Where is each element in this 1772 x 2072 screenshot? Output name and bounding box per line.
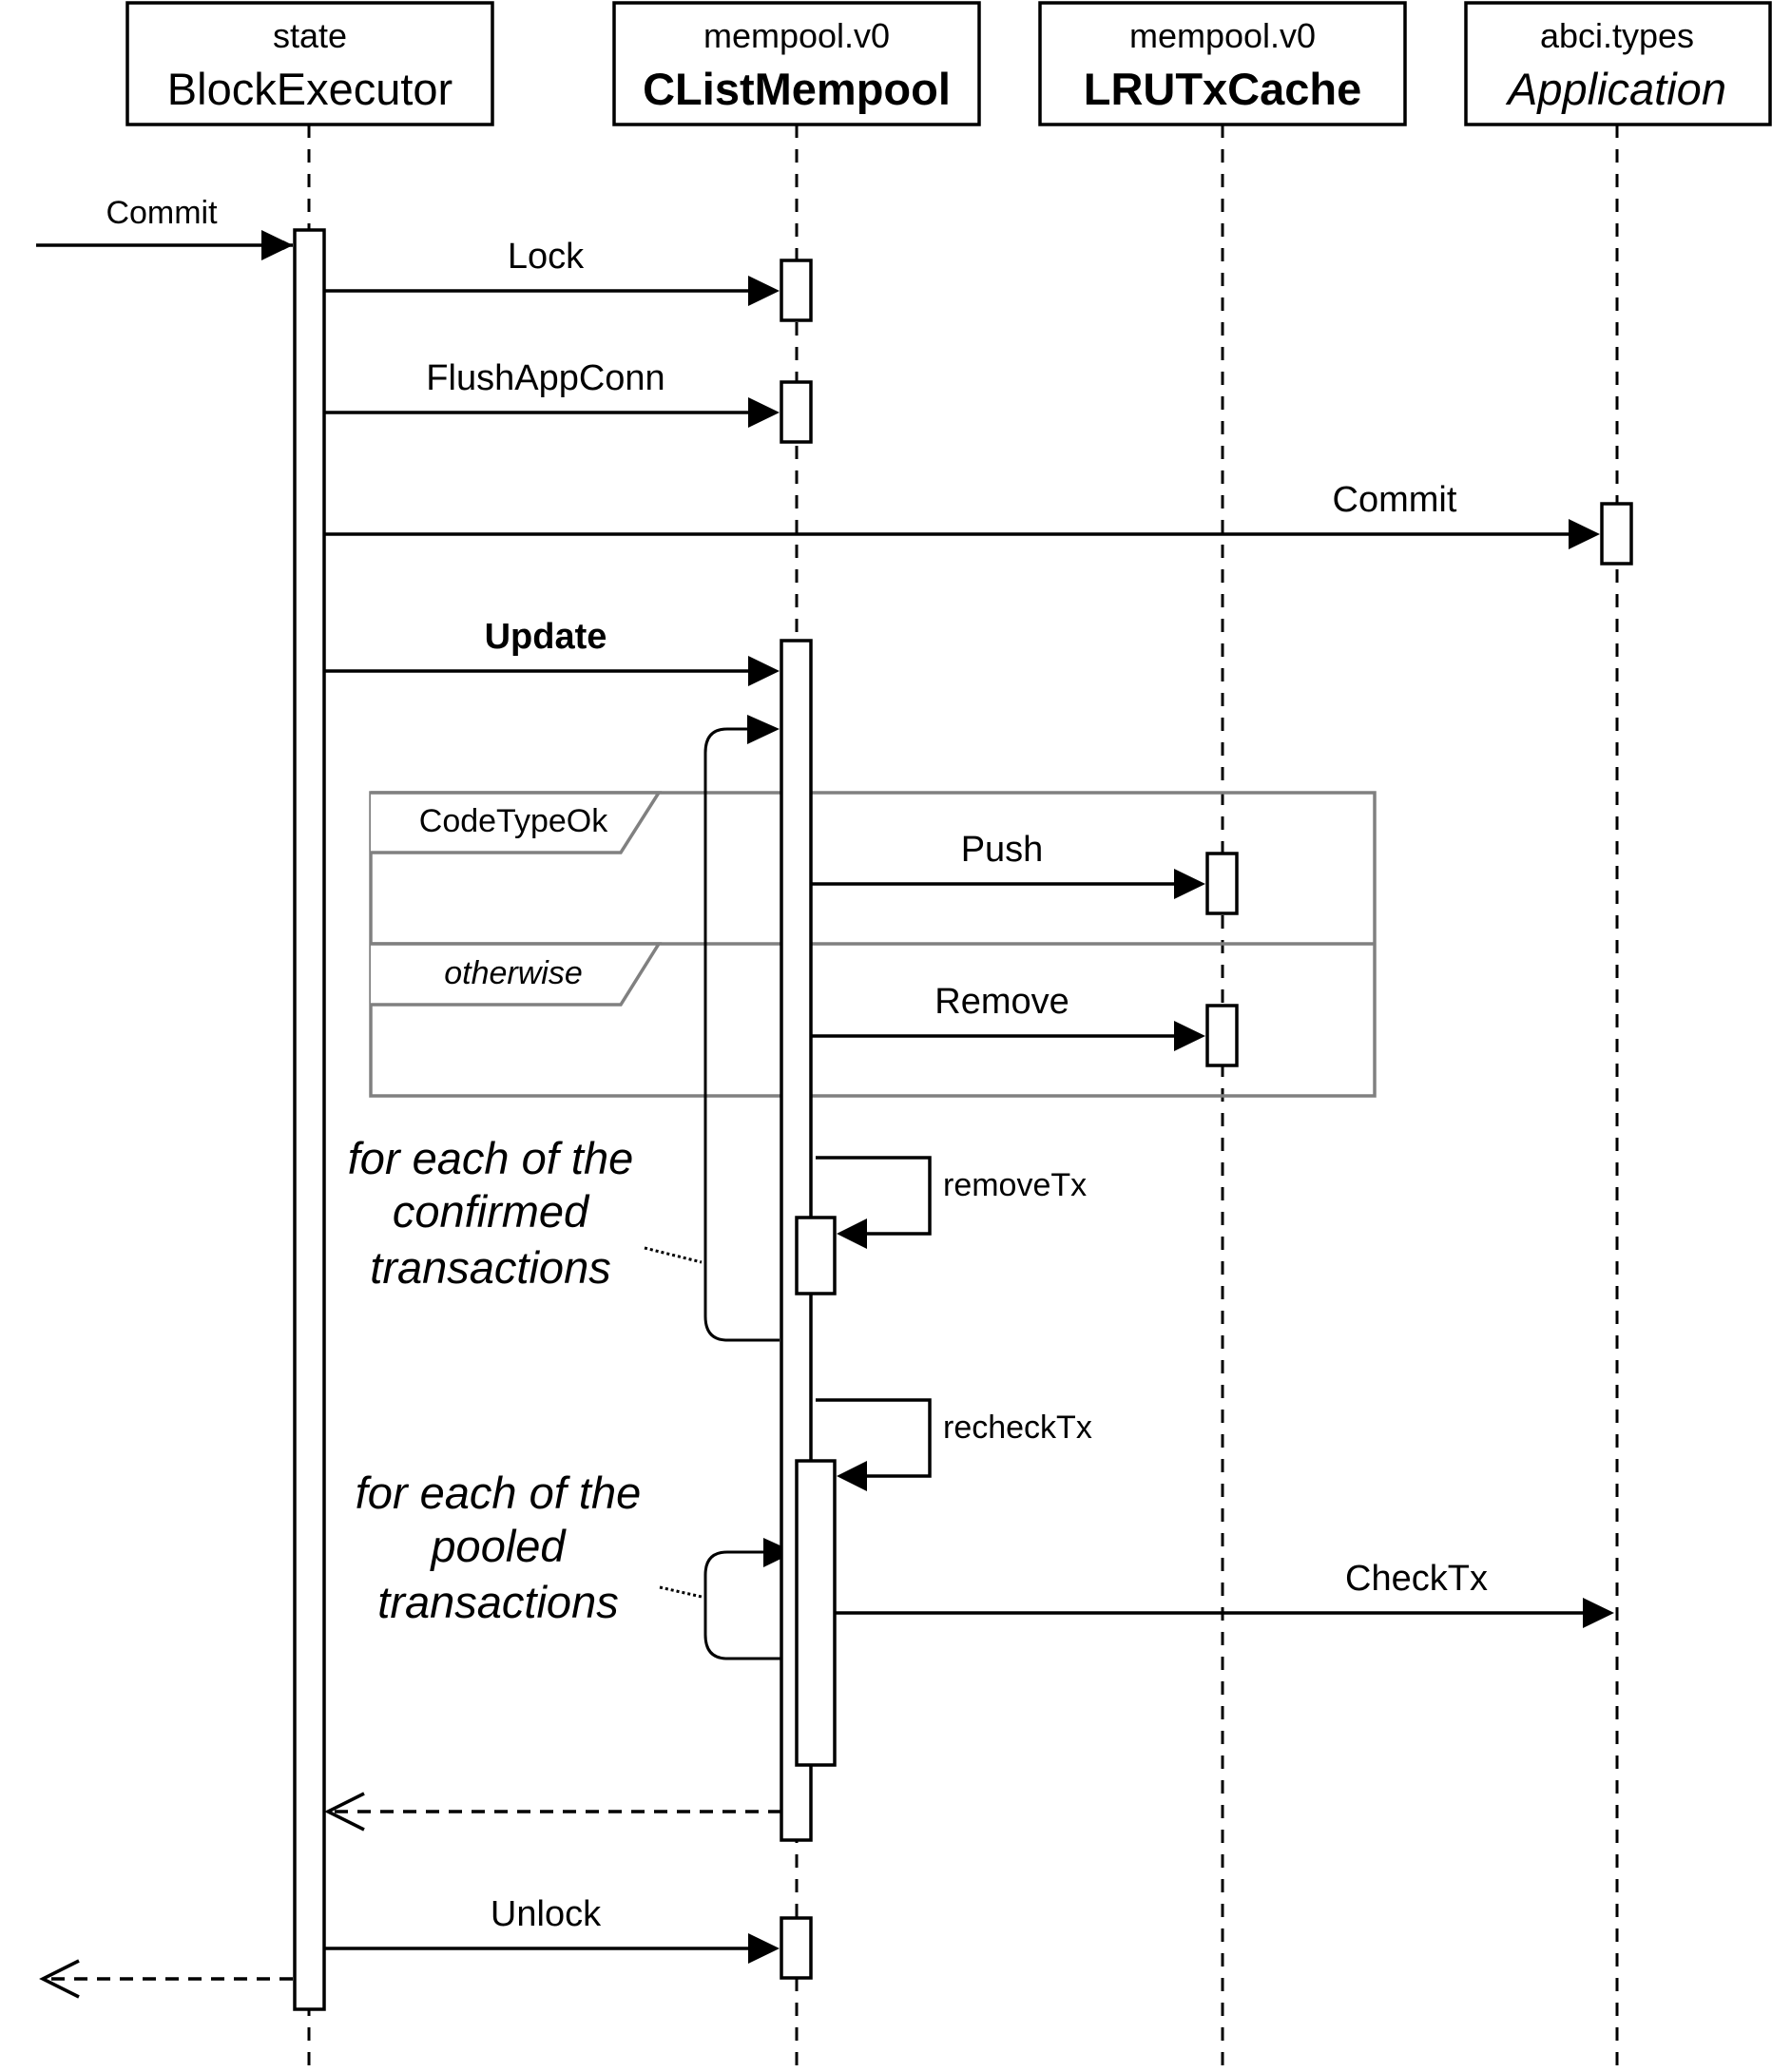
message-remove-tx[interactable]: removeTx xyxy=(816,1156,1087,1249)
note-line: for each of the xyxy=(356,1468,641,1518)
activation-remove-tx xyxy=(795,1216,837,1295)
note-pooled-transactions: for each of the pooled transactions xyxy=(356,1468,641,1627)
activation-app-commit xyxy=(1600,502,1633,566)
arrowhead-icon xyxy=(1583,1598,1614,1628)
note-confirmed-connector xyxy=(644,1246,703,1264)
note-line: transactions xyxy=(370,1242,610,1293)
participant-package: state xyxy=(273,16,347,55)
message-check-tx[interactable]: CheckTx xyxy=(835,1559,1614,1628)
arrowhead-icon xyxy=(837,1461,867,1491)
activation-push xyxy=(1205,852,1239,915)
note-line: for each of the xyxy=(348,1133,633,1183)
arrowhead-icon xyxy=(1174,869,1205,899)
message-incoming-commit[interactable]: Commit xyxy=(36,195,293,260)
message-label: CheckTx xyxy=(1345,1559,1488,1599)
participant-name: CListMempool xyxy=(643,64,951,114)
fragment-case-otherwise: otherwise xyxy=(444,955,583,991)
participant-name: LRUTxCache xyxy=(1084,64,1362,114)
message-label: Push xyxy=(961,830,1044,870)
message-return-update[interactable] xyxy=(324,1792,781,1832)
alt-fragment: CodeTypeOk otherwise xyxy=(369,791,1377,1098)
note-line: transactions xyxy=(377,1577,618,1627)
loop-pooled-arrowhead xyxy=(763,1538,795,1567)
activation-remove xyxy=(1205,1004,1239,1067)
lifelines xyxy=(307,125,1619,2072)
open-arrowhead-icon xyxy=(324,1792,365,1832)
message-label: Commit xyxy=(106,195,218,231)
arrowhead-icon xyxy=(748,1933,780,1964)
participant-block-executor[interactable]: state BlockExecutor xyxy=(125,1,494,126)
message-push[interactable]: Push xyxy=(811,830,1205,899)
loop-pooled-bracket xyxy=(703,1550,795,1660)
message-unlock[interactable]: Unlock xyxy=(324,1894,780,1964)
message-label: recheckTx xyxy=(943,1410,1092,1446)
message-recheck-tx[interactable]: recheckTx xyxy=(816,1398,1092,1491)
message-return-commit[interactable] xyxy=(39,1959,293,1999)
note-pooled-connector xyxy=(659,1585,703,1599)
message-label: Commit xyxy=(1333,480,1457,520)
message-label: Unlock xyxy=(491,1894,602,1934)
activation-lock xyxy=(780,259,813,322)
participant-package: mempool.v0 xyxy=(1129,16,1316,55)
message-app-commit[interactable]: Commit xyxy=(324,480,1600,549)
participant-application[interactable]: abci.types Application xyxy=(1464,1,1772,126)
note-line: pooled xyxy=(429,1521,567,1571)
note-line: confirmed xyxy=(393,1186,590,1237)
participant-lru-tx-cache[interactable]: mempool.v0 LRUTxCache xyxy=(1038,1,1407,126)
message-flush-app-conn[interactable]: FlushAppConn xyxy=(324,358,780,428)
participant-package: mempool.v0 xyxy=(703,16,890,55)
message-label: removeTx xyxy=(943,1167,1087,1203)
activations xyxy=(293,228,1633,2011)
message-label: Remove xyxy=(934,982,1069,1022)
activation-recheck-tx xyxy=(795,1459,837,1767)
message-label: FlushAppConn xyxy=(426,358,664,398)
activation-block-executor xyxy=(293,228,326,2011)
arrowhead-icon xyxy=(1174,1021,1205,1051)
arrowhead-icon xyxy=(837,1218,867,1249)
message-remove[interactable]: Remove xyxy=(811,982,1205,1051)
note-confirmed-transactions: for each of the confirmed transactions xyxy=(348,1133,633,1293)
fragment-case-codetypeok: CodeTypeOk xyxy=(419,803,608,839)
participant-name: BlockExecutor xyxy=(167,64,453,114)
activation-flush xyxy=(780,380,813,444)
message-lock[interactable]: Lock xyxy=(324,237,780,306)
fragment-label-box-2 xyxy=(371,942,663,1007)
fragment-label-box-1 xyxy=(371,791,663,854)
arrowhead-icon xyxy=(748,656,780,686)
participant-package: abci.types xyxy=(1540,16,1694,55)
message-update[interactable]: Update xyxy=(324,617,780,686)
activation-unlock xyxy=(780,1916,813,1980)
arrowhead-icon xyxy=(1569,519,1600,549)
message-label: Lock xyxy=(508,237,585,277)
loop-confirmed-bracket xyxy=(703,727,780,1342)
participant-name: Application xyxy=(1505,64,1726,114)
participant-clist-mempool[interactable]: mempool.v0 CListMempool xyxy=(612,1,981,126)
arrowhead-icon xyxy=(748,276,780,306)
message-label: Update xyxy=(485,617,607,657)
arrowhead-icon xyxy=(261,230,293,260)
loop-confirmed-arrowhead xyxy=(747,715,780,744)
arrowhead-icon xyxy=(748,397,780,428)
open-arrowhead-icon xyxy=(39,1959,80,1999)
